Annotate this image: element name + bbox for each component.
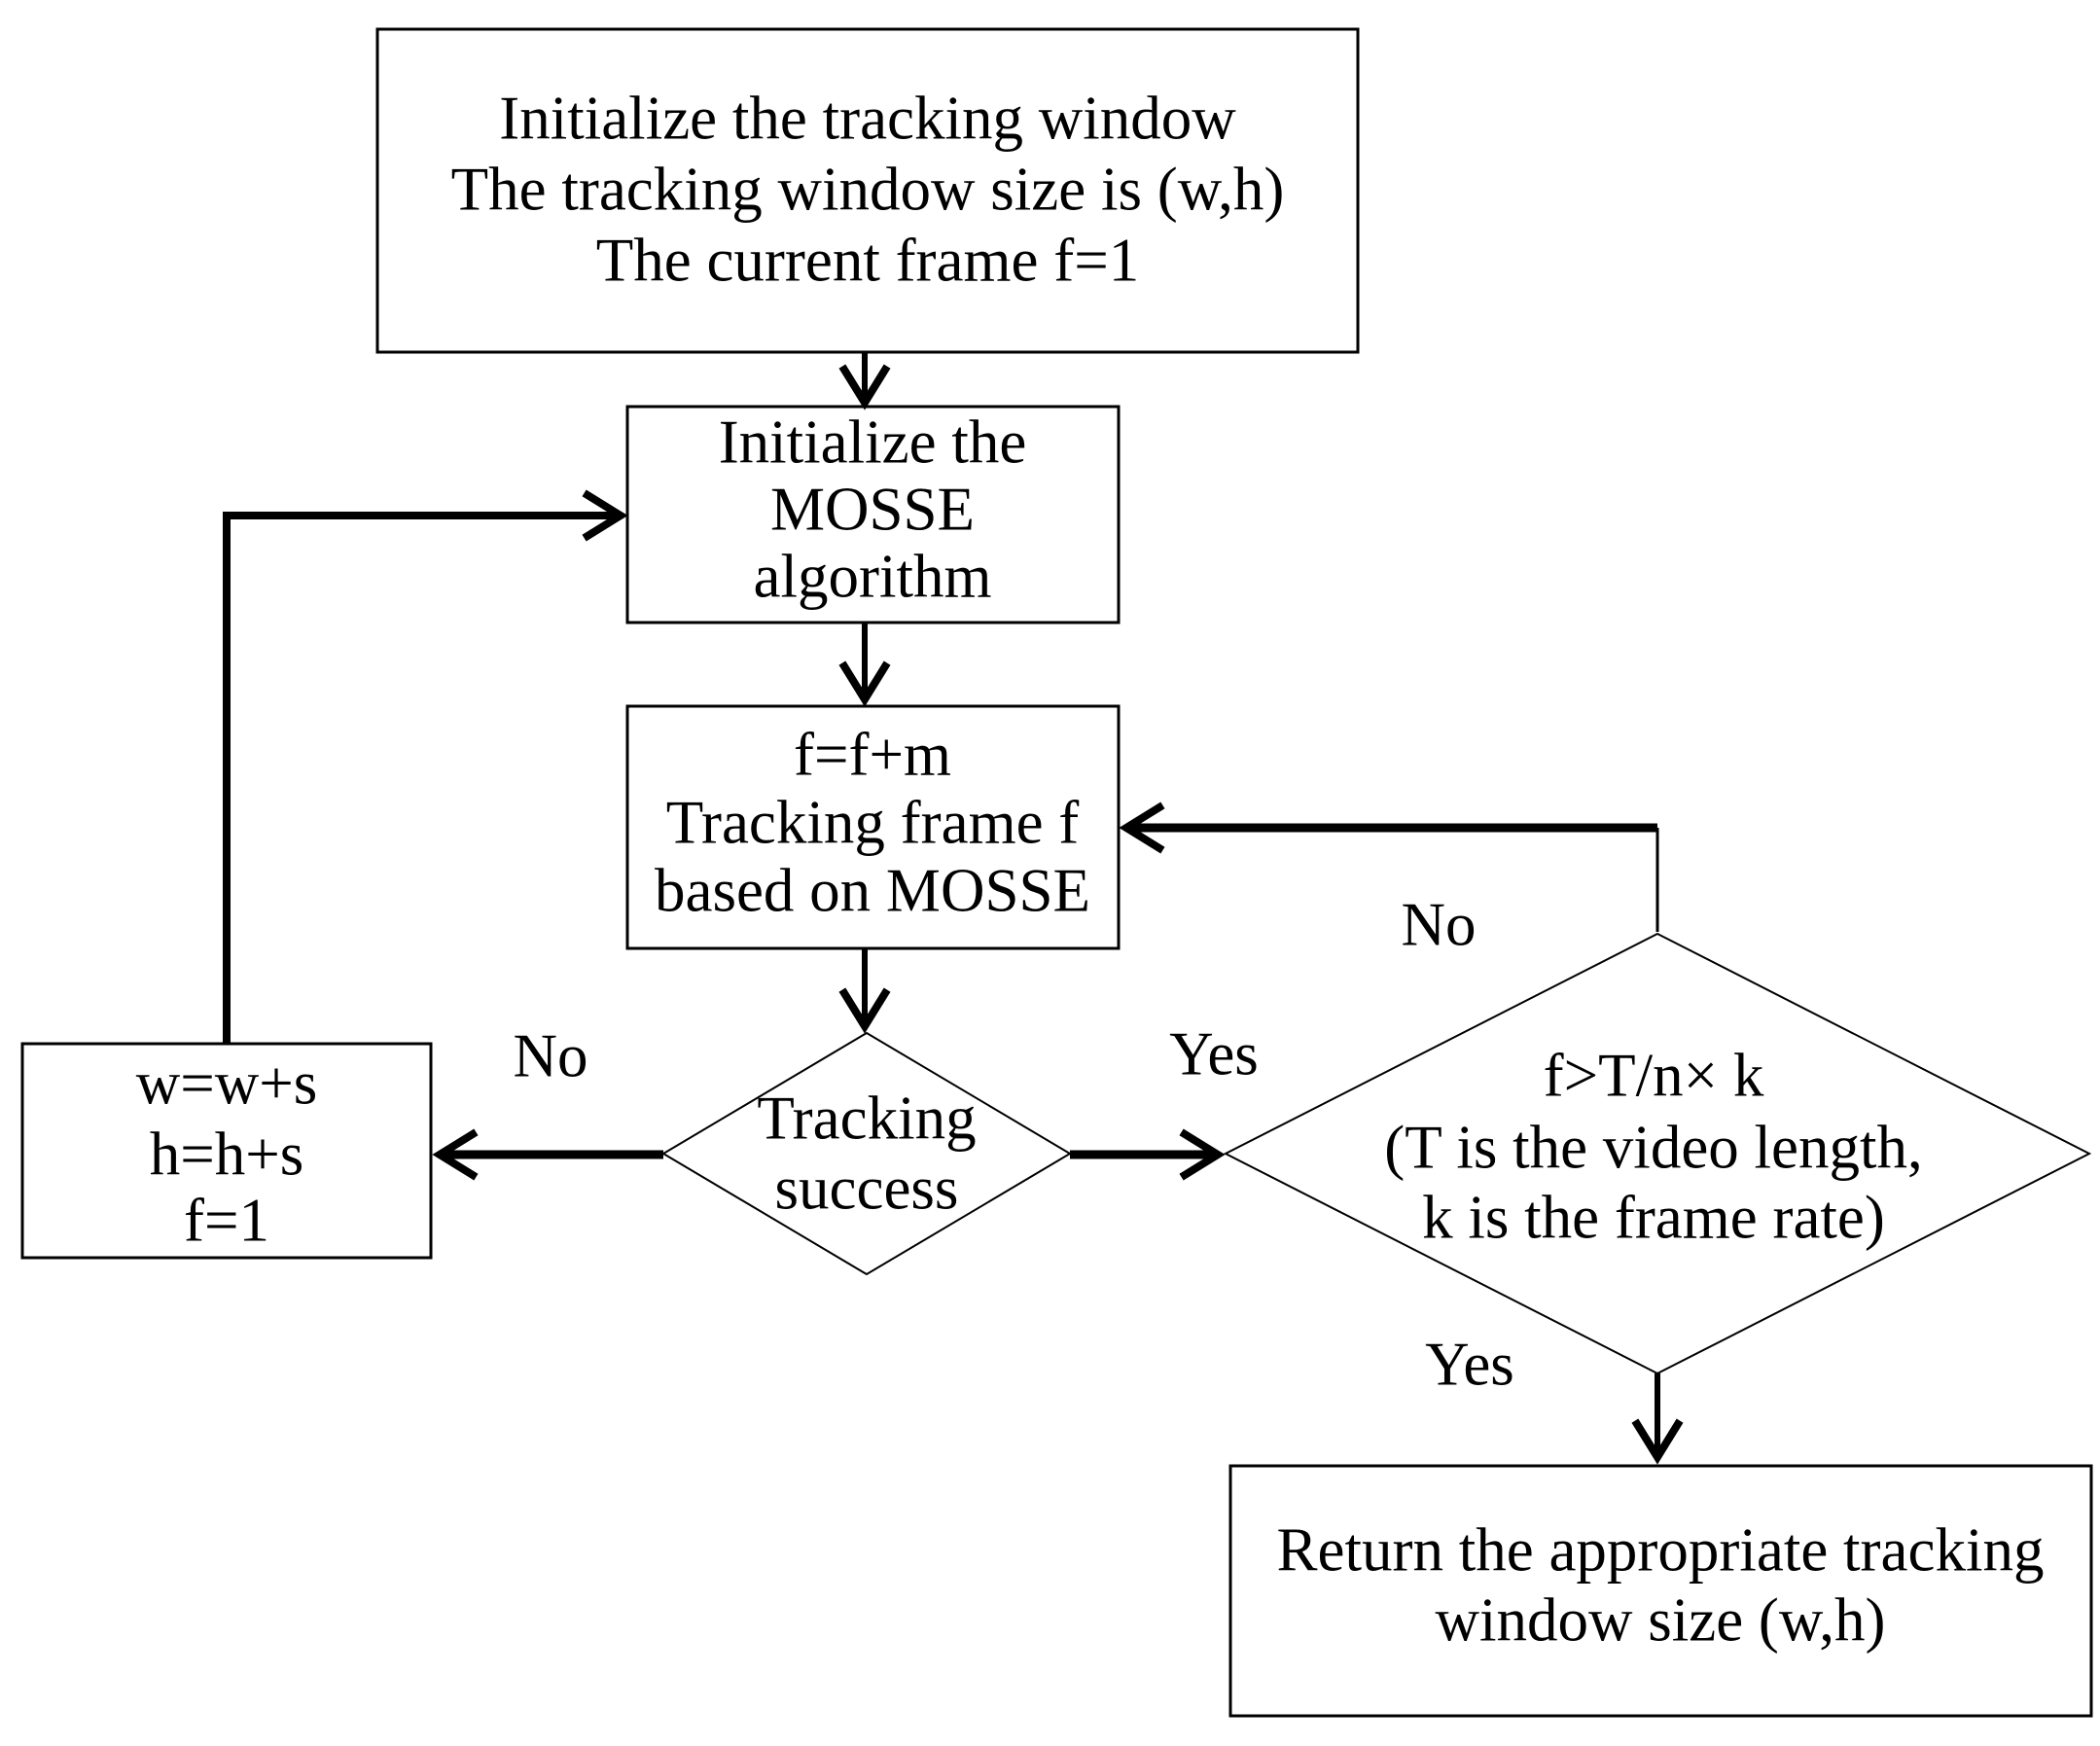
return-result-line-2: window size (w,h) <box>1435 1586 1885 1654</box>
duration-check-line-2: (T is the video length, <box>1384 1113 1923 1181</box>
enlarge-window-line-3: f=1 <box>184 1186 269 1254</box>
edges <box>223 352 1684 1465</box>
track-frame-box <box>625 704 1121 950</box>
enlarge-window-line-1: w=w+s <box>136 1049 318 1117</box>
duration-check-line-3: k is the frame rate) <box>1422 1183 1885 1251</box>
start-line-3: The current frame f=1 <box>596 226 1139 294</box>
duration-check-line-1: f>T/n× k <box>1544 1041 1764 1109</box>
node-track-frame: f=f+m Tracking frame f based on MOSSE <box>625 704 1121 950</box>
init-mosse-line-1: Initialize the <box>719 408 1027 476</box>
node-enlarge-window: w=w+s h=h+s f=1 <box>20 1042 433 1260</box>
node-return-result: Return the appropriate tracking window s… <box>1228 1464 2093 1718</box>
label-success-yes: Yes <box>1169 1019 1259 1087</box>
label-duration-no: No <box>1402 890 1477 958</box>
node-init-mosse: Initialize the MOSSE algorithm <box>625 405 1121 624</box>
label-success-no: No <box>514 1021 588 1089</box>
start-line-2: The tracking window size is (w,h) <box>451 155 1285 223</box>
track-frame-line-2: Tracking frame f <box>666 788 1080 856</box>
duration-check-diamond <box>1223 932 2092 1375</box>
track-frame-line-1: f=f+m <box>794 720 951 788</box>
tracking-success-line-1: Tracking <box>757 1084 976 1152</box>
node-duration-check: f>T/n× k (T is the video length, k is th… <box>1223 932 2092 1375</box>
enlarge-window-line-2: h=h+s <box>150 1120 304 1188</box>
init-mosse-box <box>625 405 1121 624</box>
edge-labels: No Yes No Yes <box>514 890 1514 1398</box>
track-frame-line-3: based on MOSSE <box>655 856 1090 924</box>
return-result-box <box>1228 1464 2093 1718</box>
start-line-1: Initialize the tracking window <box>499 84 1236 152</box>
tracking-success-diamond <box>661 1031 1072 1276</box>
node-tracking-success: Tracking success <box>661 1031 1072 1276</box>
enlarge-window-box <box>20 1042 433 1260</box>
label-duration-yes: Yes <box>1425 1330 1514 1398</box>
edge-enlarge-to-init <box>223 489 628 1043</box>
node-start: Initialize the tracking window The track… <box>375 27 1360 354</box>
return-result-line-1: Return the appropriate tracking <box>1277 1515 2045 1584</box>
start-box <box>375 27 1360 354</box>
init-mosse-line-3: algorithm <box>754 542 992 610</box>
tracking-success-line-2: success <box>775 1154 959 1222</box>
init-mosse-line-2: MOSSE <box>770 475 975 543</box>
